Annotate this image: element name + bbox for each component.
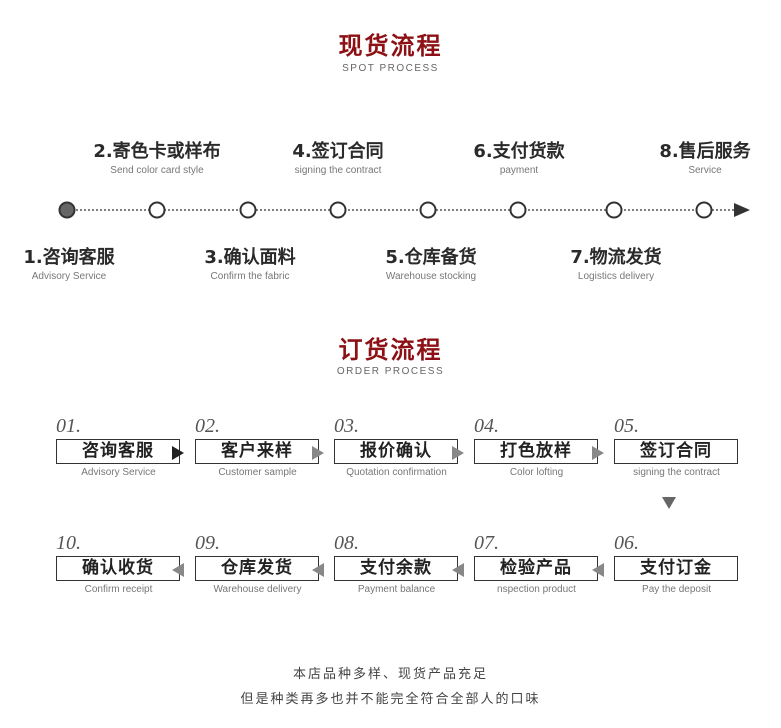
order-step-08-box: 支付余款 xyxy=(334,556,458,581)
spot-step-4-en: signing the contract xyxy=(294,165,382,176)
order-step-05-box: 签订合同 xyxy=(614,439,738,464)
spot-timeline xyxy=(58,201,750,219)
spot-step-1-label: 1.咨询客服 xyxy=(23,247,115,268)
order-step-05-en: signing the contract xyxy=(633,467,720,478)
arrow-right-icon xyxy=(452,446,464,460)
arrow-right-icon xyxy=(172,446,184,460)
order-step-10-num: 10. xyxy=(56,532,81,554)
spot-step-6: 6.支付货款 payment xyxy=(419,137,619,176)
order-step-06-num: 06. xyxy=(614,532,639,554)
arrow-right-icon xyxy=(592,446,604,460)
order-step-04-num: 04. xyxy=(474,415,499,437)
order-step-05-num: 05. xyxy=(614,415,639,437)
arrow-left-icon xyxy=(592,563,604,577)
order-step-07-num: 07. xyxy=(474,532,499,554)
order-step-03-box: 报价确认 xyxy=(334,439,458,464)
spot-step-3-label: 3.确认面料 xyxy=(204,247,296,268)
order-step-10-box: 确认收货 xyxy=(56,556,180,581)
order-step-02-num: 02. xyxy=(195,415,220,437)
spot-step-7-label: 7.物流发货 xyxy=(570,247,662,268)
spot-step-3-en: Confirm the fabric xyxy=(210,271,290,282)
order-step-03-en: Quotation confirmation xyxy=(346,467,447,478)
order-step-03: 03. 报价确认 Quotation confirmation xyxy=(334,415,462,478)
order-step-08-en: Payment balance xyxy=(357,584,436,595)
order-step-09: 09. 仓库发货 Warehouse delivery xyxy=(195,532,323,595)
timeline-arrow-icon xyxy=(734,203,750,217)
arrow-left-icon xyxy=(452,563,464,577)
spot-step-6-en: payment xyxy=(499,165,539,176)
footer-line-2: 但是种类再多也并不能完全符合全部人的口味 xyxy=(240,692,541,707)
timeline-node-3 xyxy=(239,201,257,219)
order-step-01-box: 咨询客服 xyxy=(56,439,180,464)
spot-step-8-label: 8.售后服务 xyxy=(659,141,751,162)
spot-step-8-en: Service xyxy=(688,165,722,176)
order-step-07-box: 检验产品 xyxy=(474,556,598,581)
order-step-02-box: 客户来样 xyxy=(195,439,319,464)
timeline-node-1 xyxy=(58,201,76,219)
order-step-07: 07. 检验产品 nspection product xyxy=(474,532,602,595)
order-step-04-en: Color lofting xyxy=(509,467,564,478)
order-step-02: 02. 客户来样 Customer sample xyxy=(195,415,323,478)
timeline-node-7 xyxy=(605,201,623,219)
order-step-01: 01. 咨询客服 Advisory Service xyxy=(56,415,184,478)
order-process-subtitle: ORDER PROCESS xyxy=(336,366,445,377)
timeline-node-2 xyxy=(148,201,166,219)
order-step-10: 10. 确认收货 Confirm receipt xyxy=(56,532,184,595)
order-step-09-en: Warehouse delivery xyxy=(213,584,302,595)
order-step-05: 05. 签订合同 signing the contract xyxy=(614,415,742,478)
spot-step-1: 1.咨询客服 Advisory Service xyxy=(0,243,169,282)
order-step-06-en: Pay the deposit xyxy=(642,584,711,595)
spot-process-subtitle: SPOT PROCESS xyxy=(342,63,439,74)
arrow-left-icon xyxy=(172,563,184,577)
order-step-08: 08. 支付余款 Payment balance xyxy=(334,532,462,595)
spot-step-8: 8.售后服务 Service xyxy=(605,137,781,176)
order-step-09-num: 09. xyxy=(195,532,220,554)
order-process-title: 订货流程 xyxy=(338,336,443,364)
arrow-left-icon xyxy=(312,563,324,577)
spot-step-2-label: 2.寄色卡或样布 xyxy=(93,141,221,162)
spot-step-4-label: 4.签订合同 xyxy=(292,141,384,162)
spot-step-2-en: Send color card style xyxy=(110,165,204,176)
timeline-node-5 xyxy=(419,201,437,219)
timeline-node-8 xyxy=(695,201,713,219)
arrow-right-icon xyxy=(312,446,324,460)
timeline-node-4 xyxy=(329,201,347,219)
spot-step-6-label: 6.支付货款 xyxy=(473,141,565,162)
order-step-04: 04. 打色放样 Color lofting xyxy=(474,415,602,478)
order-step-10-en: Confirm receipt xyxy=(84,584,153,595)
spot-step-1-en: Advisory Service xyxy=(31,271,107,282)
arrow-down-icon xyxy=(662,497,676,509)
order-step-04-box: 打色放样 xyxy=(474,439,598,464)
order-step-02-en: Customer sample xyxy=(218,467,297,478)
spot-step-7: 7.物流发货 Logistics delivery xyxy=(516,243,716,282)
order-step-08-num: 08. xyxy=(334,532,359,554)
spot-step-5-label: 5.仓库备货 xyxy=(385,247,477,268)
order-step-06-box: 支付订金 xyxy=(614,556,738,581)
spot-step-4: 4.签订合同 signing the contract xyxy=(238,137,438,176)
order-step-01-en: Advisory Service xyxy=(81,467,156,478)
spot-step-2: 2.寄色卡或样布 Send color card style xyxy=(57,137,257,176)
order-step-01-num: 01. xyxy=(56,415,81,437)
order-step-03-num: 03. xyxy=(334,415,359,437)
spot-step-7-en: Logistics delivery xyxy=(577,271,655,282)
spot-step-5: 5.仓库备货 Warehouse stocking xyxy=(331,243,531,282)
order-step-09-box: 仓库发货 xyxy=(195,556,319,581)
order-step-06: 06. 支付订金 Pay the deposit xyxy=(614,532,742,595)
spot-step-5-en: Warehouse stocking xyxy=(385,271,477,282)
order-step-07-en: nspection product xyxy=(497,584,576,595)
footer-line-1: 本店品种多样、现货产品充足 xyxy=(292,667,488,682)
timeline-node-6 xyxy=(509,201,527,219)
spot-process-title: 现货流程 xyxy=(338,32,443,60)
spot-step-3: 3.确认面料 Confirm the fabric xyxy=(150,243,350,282)
